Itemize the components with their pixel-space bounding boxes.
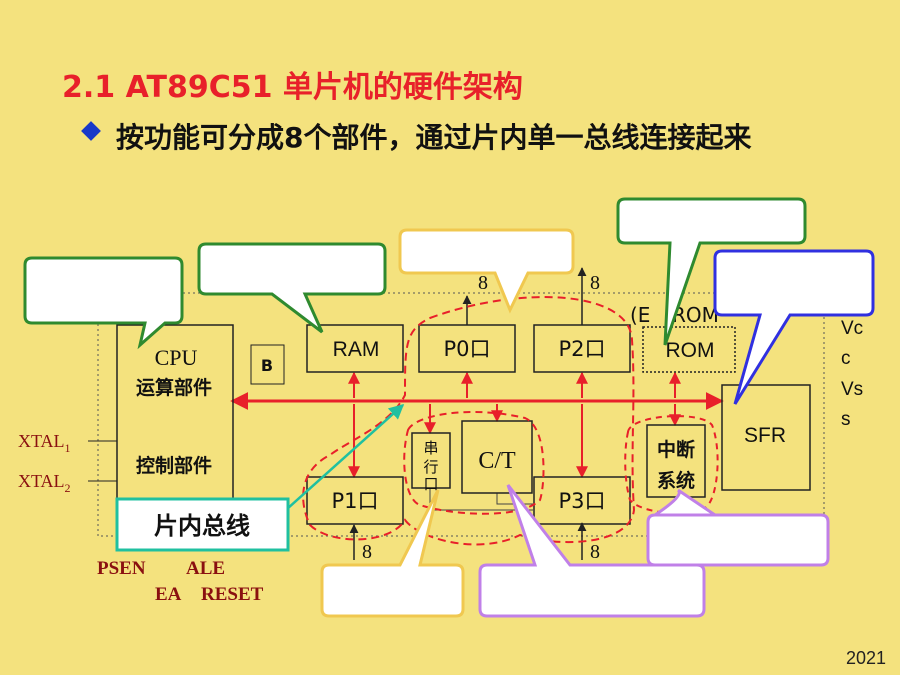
- p1-block: [306, 476, 404, 525]
- rom-prefix: (E: [630, 303, 650, 327]
- p0-block: [418, 324, 516, 373]
- p2-label: P2口: [558, 337, 605, 361]
- p1-label: P1口: [331, 489, 378, 513]
- slide-title: 2.1 AT89C51 单片机的硬件架构: [62, 70, 523, 105]
- b-register-block: [250, 344, 285, 385]
- footer-year: 2021: [845, 648, 886, 668]
- rom-block: [642, 326, 736, 373]
- callout-ram: [197, 242, 387, 334]
- interrupt-label-2: 系统: [657, 469, 695, 492]
- sfr-label: SFR: [744, 424, 786, 447]
- cpu-alu-label: 运算部件: [136, 376, 212, 399]
- vss-label-2: s: [841, 409, 851, 430]
- callout-p0: [398, 228, 575, 314]
- xtal1-label: XTAL1: [18, 431, 71, 455]
- b-register-label: B: [261, 356, 273, 375]
- bullet-text: 按功能可分成8个部件，通过片内单一总线连接起来: [116, 121, 752, 154]
- rom-label: ROM: [666, 339, 715, 362]
- p3-width-label: 8: [590, 541, 600, 563]
- ale-label: ALE: [186, 558, 225, 579]
- p3-label: P3口: [558, 489, 605, 513]
- bus-label-text: 片内总线: [154, 512, 250, 540]
- psen-label: PSEN: [97, 558, 146, 579]
- ram-block: [306, 324, 404, 373]
- reset-label: RESET: [201, 584, 264, 605]
- vcc-label-1: Vc: [841, 318, 863, 339]
- cpu-control-label: 控制部件: [136, 454, 212, 477]
- p1-width-label: 8: [362, 541, 372, 563]
- p0-width-label: 8: [478, 272, 488, 294]
- serial-port-label-3: 口: [423, 475, 438, 493]
- callout-sfr: [713, 249, 875, 405]
- xtal2-label: XTAL2: [18, 471, 71, 495]
- interrupt-label-1: 中断: [657, 438, 695, 461]
- callout-serial: [320, 489, 465, 618]
- serial-port-label-1: 串: [423, 439, 438, 457]
- p0-label: P0口: [443, 337, 490, 361]
- serial-port-block: [411, 432, 451, 489]
- ea-label: EA: [155, 584, 182, 605]
- bus-label-box: [115, 497, 290, 552]
- chip-outline: [97, 292, 825, 537]
- callout-rom: [616, 197, 807, 346]
- serial-ct-group-outline: [403, 411, 545, 515]
- callout-ct: [478, 484, 706, 618]
- rom-prefix-tail: ROM: [672, 303, 719, 327]
- ram-label: RAM: [333, 338, 380, 361]
- interrupt-group-outline: [624, 415, 719, 514]
- serial-port-label-2: 行: [423, 458, 438, 476]
- callout-cpu: [23, 256, 184, 350]
- io-ports-group-outline: [302, 296, 636, 546]
- vcc-label-2: c: [841, 348, 851, 369]
- cpu-label: CPU: [155, 345, 198, 370]
- sfr-block: [721, 384, 811, 491]
- counter-timer-label: C/T: [478, 448, 516, 474]
- p2-block: [533, 324, 631, 373]
- callout-interrupt: [646, 488, 830, 567]
- counter-timer-block: [461, 420, 533, 494]
- vss-label-1: Vs: [841, 379, 863, 400]
- p2-width-label: 8: [590, 272, 600, 294]
